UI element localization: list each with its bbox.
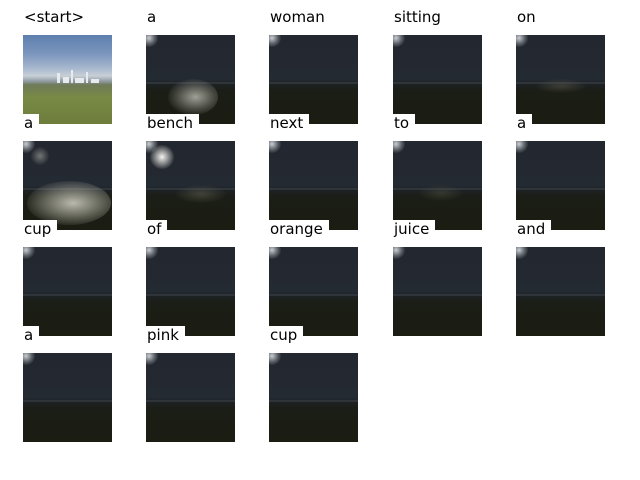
word-label: a	[146, 8, 163, 27]
attention-map	[146, 353, 235, 442]
attention-cell-10: a	[516, 114, 605, 230]
word-label: orange	[269, 220, 329, 239]
word-label: of	[146, 220, 168, 239]
attention-cell-13: orange	[269, 220, 358, 336]
word-label: <start>	[23, 8, 91, 27]
attention-map	[269, 247, 358, 336]
attention-cell-14: juice	[393, 220, 482, 336]
attention-map	[269, 353, 358, 442]
attention-cell-12: of	[146, 220, 235, 336]
attention-map	[146, 141, 235, 230]
word-label: sitting	[393, 8, 447, 27]
attention-map	[516, 247, 605, 336]
word-label: a	[23, 326, 40, 345]
attention-cell-1: <start>	[23, 8, 112, 124]
word-label: and	[516, 220, 552, 239]
attention-cell-11: cup	[23, 220, 112, 336]
word-label: a	[516, 114, 533, 133]
word-label: bench	[146, 114, 200, 133]
word-label: cup	[269, 326, 304, 345]
word-label: on	[516, 8, 542, 27]
attention-map	[146, 35, 235, 124]
attention-map	[146, 247, 235, 336]
attention-cell-8: next	[269, 114, 358, 230]
attention-cell-2: a	[146, 8, 235, 124]
word-label: woman	[269, 8, 331, 27]
attention-cell-16: a	[23, 326, 112, 442]
attention-map	[269, 141, 358, 230]
attention-map	[23, 141, 112, 230]
attention-cell-3: woman	[269, 8, 358, 124]
attention-map	[23, 247, 112, 336]
word-label: a	[23, 114, 40, 133]
attention-map	[516, 35, 605, 124]
attention-cell-7: bench	[146, 114, 235, 230]
word-label: pink	[146, 326, 185, 345]
attention-map	[393, 35, 482, 124]
word-label: next	[269, 114, 310, 133]
attention-cell-9: to	[393, 114, 482, 230]
attention-cell-18: cup	[269, 326, 358, 442]
source-image	[23, 35, 112, 124]
attention-cell-17: pink	[146, 326, 235, 442]
attention-map	[269, 35, 358, 124]
attention-cell-15: and	[516, 220, 605, 336]
attention-map	[23, 353, 112, 442]
attention-map	[393, 247, 482, 336]
word-label: to	[393, 114, 416, 133]
attention-cell-4: sitting	[393, 8, 482, 124]
attention-map	[516, 141, 605, 230]
word-label: cup	[23, 220, 58, 239]
attention-cell-6: a	[23, 114, 112, 230]
word-label: juice	[393, 220, 436, 239]
attention-cell-5: on	[516, 8, 605, 124]
attention-map	[393, 141, 482, 230]
